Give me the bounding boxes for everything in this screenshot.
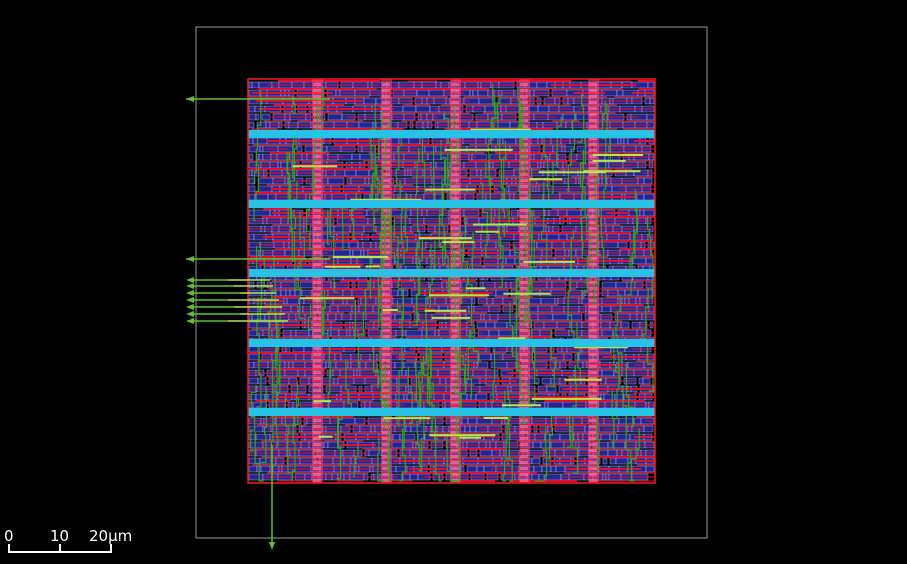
die-outline — [195, 26, 708, 539]
horizontal-power-rails — [248, 130, 655, 416]
scale-label-0: 0 — [4, 527, 14, 545]
scale-label-20um: 20µm — [89, 527, 133, 545]
io-pins-layer — [186, 96, 330, 550]
scale-label-10: 10 — [50, 527, 70, 545]
core-boundary — [247, 78, 656, 484]
scale-bar — [8, 544, 112, 553]
